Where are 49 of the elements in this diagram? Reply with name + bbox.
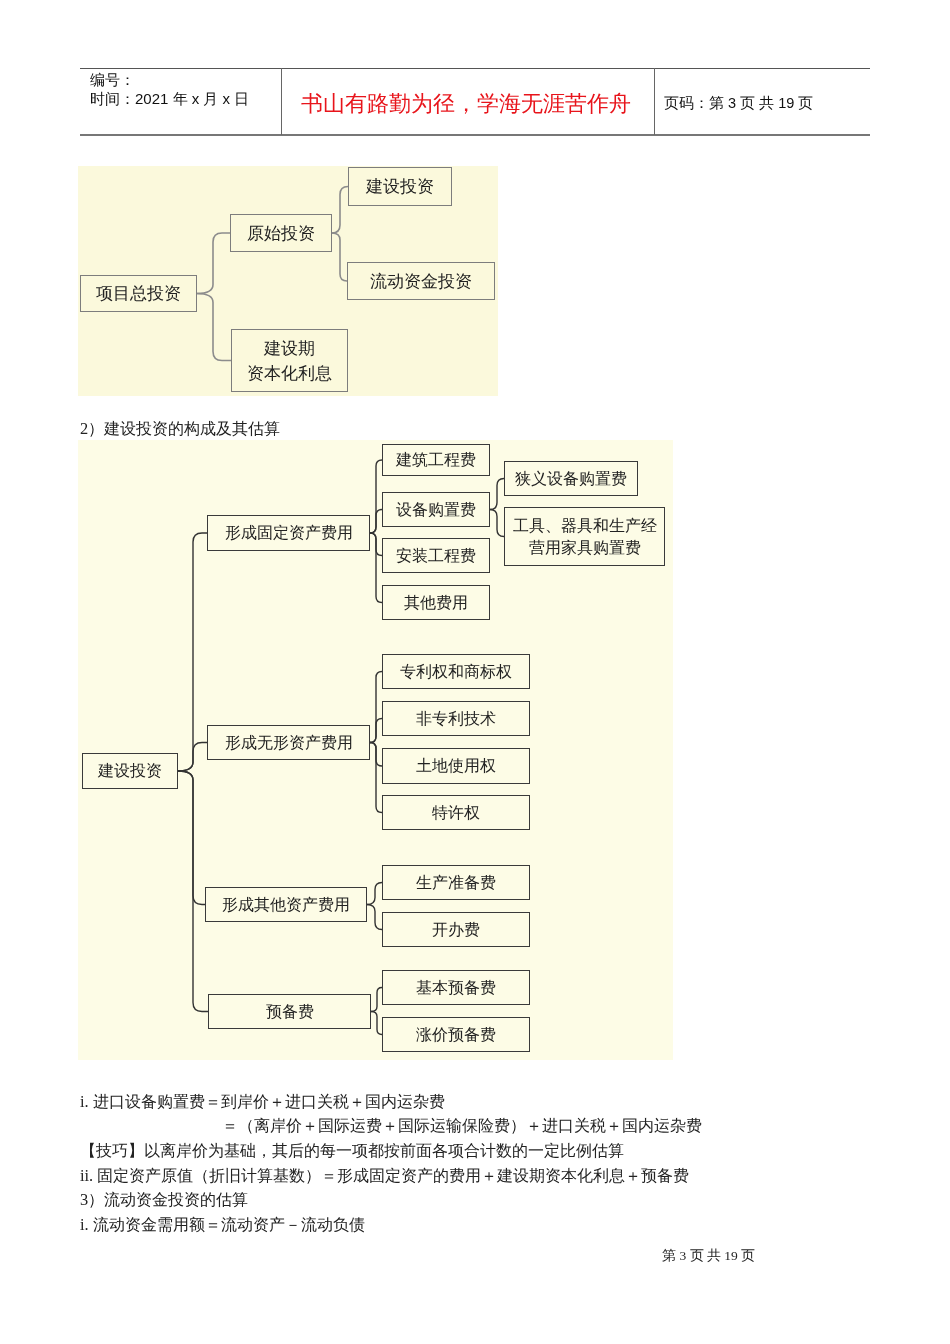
formula-text: i. 进口设备购置费＝到岸价＋进口关税＋国内运杂费 — [80, 1092, 445, 1112]
category-box: 项目总投资 — [80, 275, 197, 312]
category-box: 形成无形资产费用 — [207, 725, 370, 760]
serial-number-label: 编号： — [90, 71, 135, 89]
category-box: 土地使用权 — [382, 748, 530, 784]
category-box: 生产准备费 — [382, 865, 530, 900]
category-box: 设备购置费 — [382, 492, 490, 527]
connector-line — [196, 292, 232, 362]
formula-text: i. 流动资金需用额＝流动资产－流动负债 — [80, 1215, 365, 1235]
category-box: 流动资金投资 — [347, 262, 495, 300]
connector-line — [369, 741, 383, 814]
connector-line — [489, 477, 505, 511]
page-footer: 第 3 页 共 19 页 — [662, 1248, 756, 1264]
connector-line — [369, 532, 383, 604]
connector-line — [366, 881, 383, 906]
category-box: 其他费用 — [382, 585, 490, 620]
category-box: 预备费 — [208, 994, 371, 1029]
category-box: 形成固定资产费用 — [207, 515, 370, 551]
tip-text: 【技巧】以离岸价为基础，其后的每一项都按前面各项合计数的一定比例估算 — [80, 1141, 624, 1161]
section-heading: 3）流动资金投资的估算 — [80, 1190, 249, 1210]
category-box: 专利权和商标权 — [382, 654, 530, 689]
connector-line — [331, 232, 348, 282]
category-box: 工具、器具和生产经营用家具购置费 — [504, 507, 665, 566]
category-box: 建设投资 — [82, 753, 178, 789]
category-box: 非专利技术 — [382, 701, 530, 736]
formula-text: ii. 固定资产原值（折旧计算基数）＝形成固定资产的费用＋建设期资本化利息＋预备费 — [80, 1166, 690, 1186]
category-box: 建设投资 — [348, 167, 452, 206]
connector-line — [370, 1010, 383, 1036]
category-box: 安装工程费 — [382, 538, 490, 573]
section-heading: 2）建设投资的构成及其估算 — [80, 419, 281, 439]
category-box: 狭义设备购置费 — [504, 461, 638, 496]
category-box: 建筑工程费 — [382, 444, 490, 476]
connector-line — [331, 185, 349, 234]
date-label: 时间：2021 年 x 月 x 日 — [90, 90, 250, 108]
formula-text: ＝（离岸价＋国际运费＋国际运输保险费）＋进口关税＋国内运杂费 — [222, 1116, 702, 1136]
motto-text: 书山有路勤为径，学海无涯苦作舟 — [301, 91, 631, 117]
connector-line — [366, 903, 383, 931]
connector-line — [370, 986, 383, 1013]
category-box: 建设期资本化利息 — [231, 329, 348, 392]
connector-line — [369, 717, 383, 744]
category-box: 开办费 — [382, 912, 530, 947]
category-box: 原始投资 — [230, 214, 332, 252]
connector-line — [369, 508, 383, 534]
page-number-label: 页码：第 3 页 共 19 页 — [664, 94, 814, 112]
category-box: 特许权 — [382, 795, 530, 830]
connector-line — [489, 508, 505, 538]
category-box: 基本预备费 — [382, 970, 530, 1005]
category-box: 涨价预备费 — [382, 1017, 530, 1052]
category-box: 形成其他资产费用 — [205, 887, 367, 922]
